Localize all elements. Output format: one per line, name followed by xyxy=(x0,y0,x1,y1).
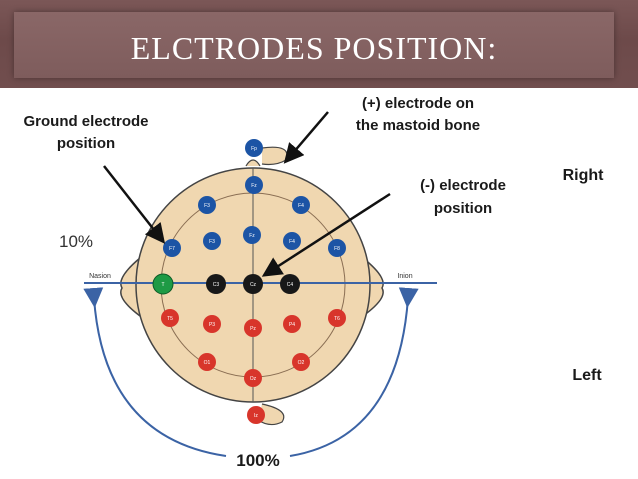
electrode-red: T6 xyxy=(328,309,346,327)
electrode-blue: F3 xyxy=(198,196,216,214)
positive-label-line2: the mastoid bone xyxy=(356,117,480,134)
svg-text:T: T xyxy=(161,282,164,288)
electrode-red: O1 xyxy=(198,353,216,371)
svg-text:Fz: Fz xyxy=(249,233,255,239)
mastoid-shape xyxy=(257,403,285,426)
svg-text:O1: O1 xyxy=(204,360,211,366)
electrode-red: Oz xyxy=(244,369,262,387)
ground-label-line2: position xyxy=(57,135,115,152)
electrode-red: O2 xyxy=(292,353,310,371)
svg-text:F4: F4 xyxy=(298,203,304,209)
hundred-percent-arc xyxy=(83,287,227,457)
electrode-blue: F4 xyxy=(292,196,310,214)
electrode-red: P4 xyxy=(283,315,301,333)
electrode-blue: F4 xyxy=(283,232,301,250)
svg-text:P4: P4 xyxy=(289,322,295,328)
negative-arrow xyxy=(261,192,391,277)
left-ear xyxy=(120,257,141,317)
positive-arrow xyxy=(283,111,329,164)
svg-text:C3: C3 xyxy=(213,282,220,288)
svg-text:T6: T6 xyxy=(334,316,340,322)
svg-text:F3: F3 xyxy=(209,239,215,245)
nasion-label: Nasion xyxy=(89,273,111,280)
blue-electrodes: Fp Fz F3 F4 Fz F3 F4 F7 F8 xyxy=(163,139,346,257)
hundred-percent-arc-right xyxy=(289,287,419,457)
svg-text:T5: T5 xyxy=(167,316,173,322)
electrode-blue: Fz xyxy=(243,226,261,244)
electrode-red: Iz xyxy=(247,406,265,424)
svg-text:P3: P3 xyxy=(209,322,215,328)
electrode-red: T5 xyxy=(161,309,179,327)
electrode-red: P3 xyxy=(203,315,221,333)
ten-percent-label: 10% xyxy=(59,232,93,251)
electrode-black-reference: Cz xyxy=(243,274,263,294)
svg-text:Iz: Iz xyxy=(254,413,258,419)
svg-text:C4: C4 xyxy=(287,282,294,288)
svg-text:F3: F3 xyxy=(204,203,210,209)
svg-text:F7: F7 xyxy=(169,246,175,252)
positive-label-line1: (+) electrode on xyxy=(362,95,474,112)
electrode-black: C3 xyxy=(206,274,226,294)
electrode-ground: T xyxy=(152,273,174,295)
electrode-blue: F8 xyxy=(328,239,346,257)
svg-text:Pz: Pz xyxy=(250,326,256,332)
electrode-blue: F7 xyxy=(163,239,181,257)
svg-text:Cz: Cz xyxy=(250,282,257,288)
middle-electrodes: T C3 Cz C4 xyxy=(152,273,300,295)
electrode-blue: F3 xyxy=(203,232,221,250)
top-mastoid-shape xyxy=(261,146,288,166)
svg-text:Fz: Fz xyxy=(251,183,257,189)
negative-label-line1: (-) electrode xyxy=(420,177,506,194)
title-band xyxy=(14,12,614,78)
negative-label-line2: position xyxy=(434,200,492,217)
left-label: Left xyxy=(572,367,602,384)
electrode-diagram: Fp Fz F3 F4 Fz F3 F4 F7 F8 T C3 Cz C4 T5… xyxy=(23,95,605,470)
red-electrodes: T5 T6 P3 P4 Pz O1 O2 Oz Iz xyxy=(161,309,346,424)
hundred-percent-label: 100% xyxy=(236,451,279,470)
electrode-blue: Fp xyxy=(245,139,263,157)
svg-text:F4: F4 xyxy=(289,239,295,245)
ground-arrow xyxy=(103,165,166,244)
svg-text:F8: F8 xyxy=(334,246,340,252)
svg-text:Oz: Oz xyxy=(250,376,257,382)
inion-label: Inion xyxy=(397,273,412,280)
slide-title: ELCTRODES POSITION: xyxy=(130,30,498,66)
svg-text:Fp: Fp xyxy=(251,146,257,152)
electrode-blue: Fz xyxy=(245,176,263,194)
right-label: Right xyxy=(563,167,605,184)
electrode-black: C4 xyxy=(280,274,300,294)
electrode-red: Pz xyxy=(244,319,262,337)
svg-text:O2: O2 xyxy=(298,360,305,366)
ground-label-line1: Ground electrode xyxy=(23,113,148,130)
nose-shape xyxy=(245,159,261,167)
